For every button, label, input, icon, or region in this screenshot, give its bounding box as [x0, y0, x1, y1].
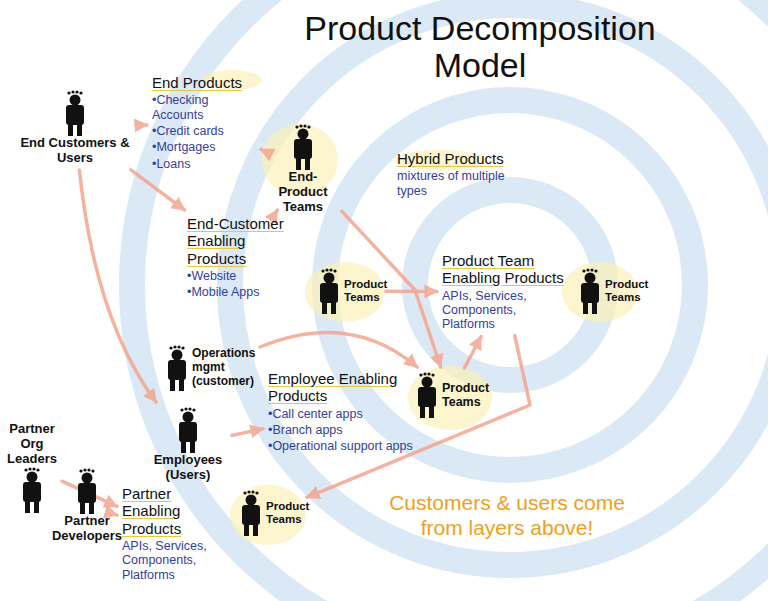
- diagram-title: Product Decomposition Model: [290, 10, 670, 85]
- person-figure: [314, 268, 344, 314]
- node-heading: End-Customer Enabling Products: [187, 215, 308, 267]
- node-text: •Branch apps: [268, 423, 414, 437]
- product-box: End Products •Checking Accounts •Credit ca…: [150, 72, 258, 173]
- node-text: •Mobile Apps: [187, 285, 308, 299]
- person-label: Partner Developers: [52, 514, 122, 544]
- person-node: Product Teams: [312, 266, 384, 316]
- node-heading: End Products: [152, 74, 256, 91]
- flow-arrow: [261, 150, 264, 152]
- person-label: Employees (Users): [148, 453, 228, 483]
- person-node: Partner Developers: [60, 466, 114, 546]
- node-text: APIs, Services, Components, Platforms: [442, 289, 568, 332]
- node-heading: Employee Enabling Products: [268, 370, 414, 405]
- node-text: •Operational support apps: [268, 439, 414, 453]
- node-text: mixtures of multiple types: [397, 169, 513, 198]
- node-text: •Website: [187, 269, 308, 283]
- person-node: Operations mgmt (customer): [160, 343, 258, 393]
- node-text: •Credit cards: [152, 124, 256, 138]
- person-label: Partner Org Leaders: [6, 422, 58, 467]
- person-label: Product Teams: [266, 500, 302, 526]
- node-text: •Checking Accounts: [152, 93, 256, 122]
- person-node: Product Teams: [410, 370, 490, 420]
- node-heading: Hybrid Products: [397, 150, 513, 167]
- person-label: Product Teams: [605, 278, 643, 304]
- person-node: Employees (Users): [146, 405, 230, 485]
- person-node: End Customers & Users: [15, 88, 135, 168]
- flow-arrow: [79, 170, 156, 402]
- person-node: Partner Org Leaders: [4, 420, 60, 515]
- person-node: Product Teams: [573, 266, 645, 316]
- flow-arrow: [464, 337, 481, 368]
- flow-arrow: [116, 513, 117, 517]
- person-figure: [17, 467, 47, 513]
- product-box: Partner Enabling ProductsAPIs, Services,…: [120, 483, 232, 584]
- person-label: End-Product Teams: [268, 170, 338, 215]
- person-figure: [288, 124, 318, 170]
- product-box: Employee Enabling Products •Call center a…: [266, 368, 416, 456]
- person-label: Product Teams: [344, 278, 382, 304]
- node-text: •Loans: [152, 157, 256, 171]
- product-box: Hybrid Products mixtures of multiple type…: [395, 148, 515, 200]
- flow-arrow: [131, 170, 185, 210]
- person-figure: [162, 345, 192, 391]
- node-heading: Partner Enabling Products: [122, 485, 230, 537]
- person-label: Product Teams: [442, 381, 488, 410]
- person-figure: [575, 268, 605, 314]
- node-text: •Mortgages: [152, 140, 256, 154]
- person-label: Operations mgmt (customer): [192, 347, 256, 388]
- person-node: End-Product Teams: [266, 122, 340, 217]
- node-text: •Call center apps: [268, 407, 414, 421]
- flow-arrow: [260, 332, 417, 367]
- person-figure: [72, 468, 102, 514]
- person-figure: [412, 372, 442, 418]
- person-label: End Customers & Users: [17, 136, 133, 166]
- node-heading: Product Team Enabling Products: [442, 252, 568, 287]
- product-box: End-Customer Enabling Products •Website •M…: [185, 213, 310, 302]
- person-node: Product Teams: [234, 488, 304, 538]
- person-figure: [173, 407, 203, 453]
- flow-arrow: [342, 211, 441, 367]
- person-figure: [60, 90, 90, 136]
- product-box: Product Team Enabling ProductsAPIs, Serv…: [440, 250, 570, 334]
- person-figure: [236, 490, 266, 536]
- flow-arrow: [386, 289, 437, 293]
- flow-arrow: [137, 123, 147, 127]
- flow-arrow: [232, 429, 263, 436]
- node-text: APIs, Services, Components, Platforms: [122, 539, 230, 582]
- note-label: Customers & users come from layers above…: [372, 490, 642, 540]
